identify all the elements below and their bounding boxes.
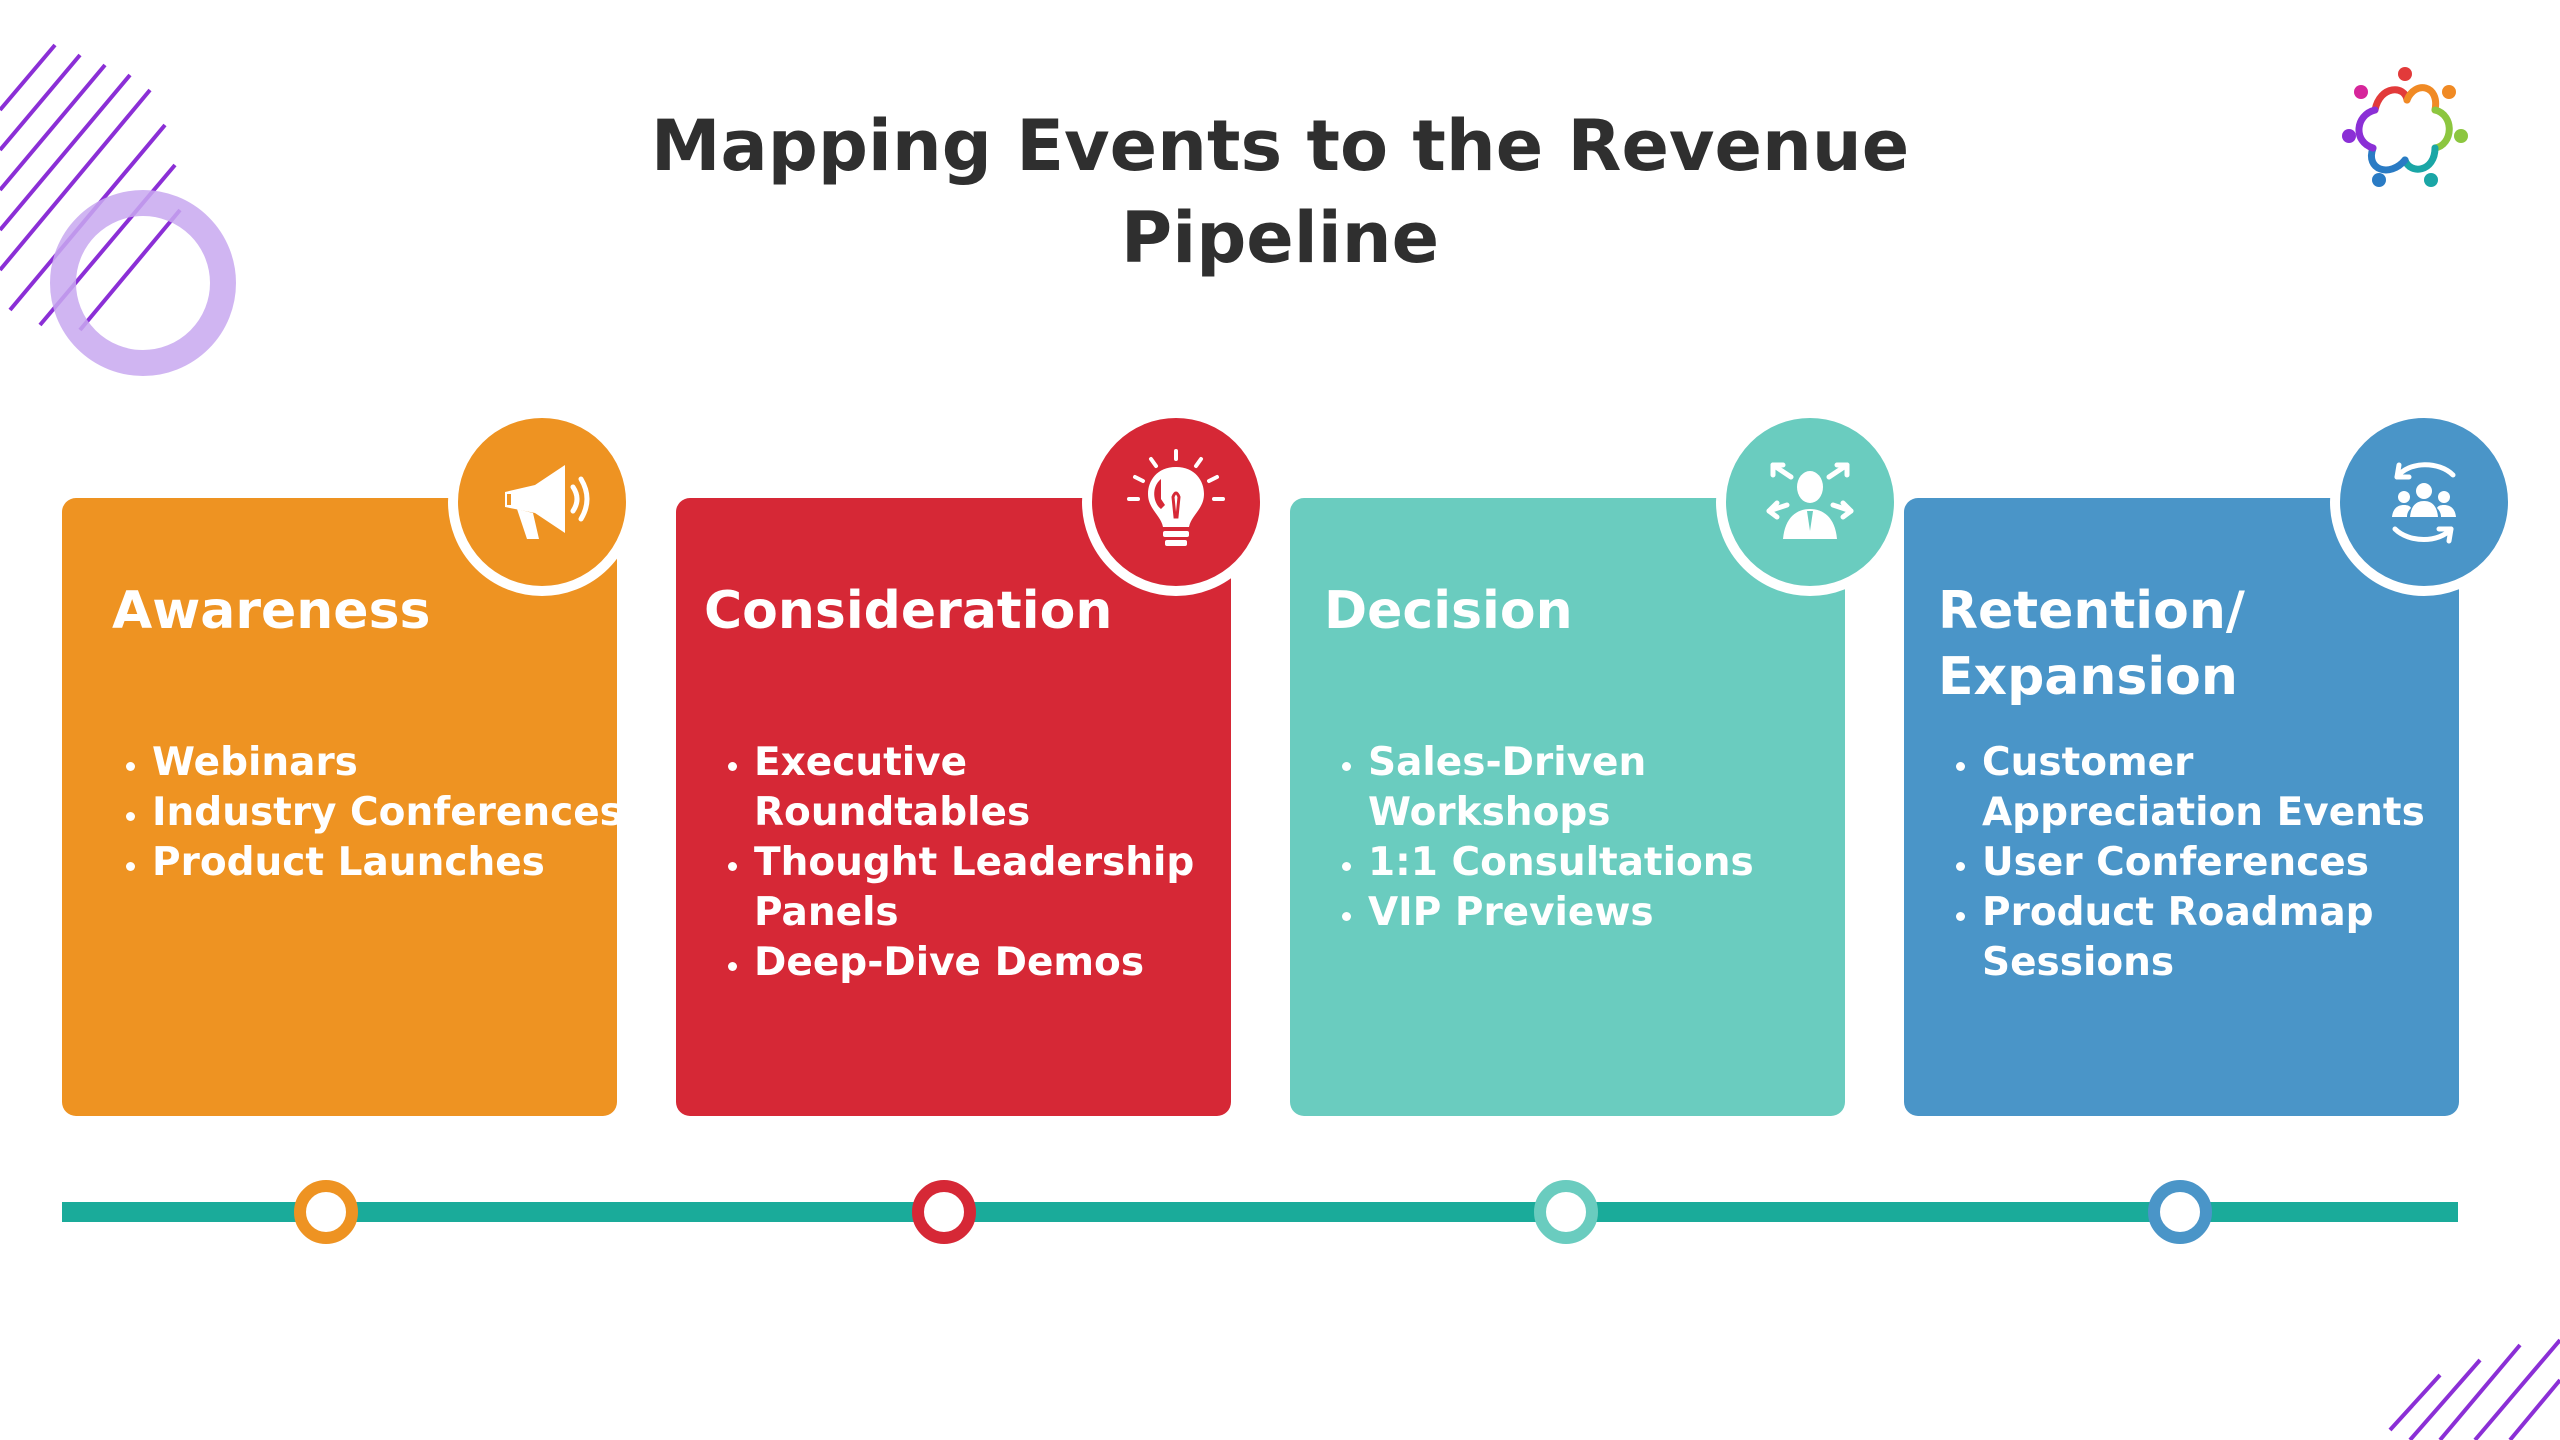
stage-items: Webinars Industry Conferences Product La… — [110, 738, 630, 888]
timeline-marker-decision — [1534, 1180, 1598, 1244]
retention-badge — [2330, 408, 2518, 596]
list-item: Product Launches — [150, 838, 630, 888]
consideration-badge — [1082, 408, 1270, 596]
timeline-bar — [62, 1202, 2458, 1222]
list-item: User Conferences — [1980, 838, 2460, 888]
decorative-ring — [50, 190, 236, 376]
timeline-marker-awareness — [294, 1180, 358, 1244]
timeline-marker-retention — [2148, 1180, 2212, 1244]
list-item: Industry Conferences — [150, 788, 630, 838]
list-item: Customer Appreciation Events — [1980, 738, 2460, 838]
page-title: Mapping Events to the Revenue Pipeline — [650, 105, 1910, 279]
stage-items: Sales-Driven Workshops 1:1 Consultations… — [1326, 738, 1846, 938]
list-item: VIP Previews — [1366, 888, 1846, 938]
stage-card-consideration: Consideration Executive Roundtables Thou… — [676, 498, 1231, 1116]
list-item: Product Roadmap Sessions — [1980, 888, 2460, 988]
stage-title: Decision — [1324, 581, 1573, 641]
stage-items: Executive Roundtables Thought Leadership… — [712, 738, 1232, 988]
list-item: Thought Leadership Panels — [752, 838, 1232, 938]
decorative-stripes-bottom-right — [2388, 1338, 2560, 1440]
list-item: Webinars — [150, 738, 630, 788]
stage-card-awareness: Awareness Webinars Industry Conferences … — [62, 498, 623, 1116]
megaphone-icon — [505, 465, 590, 539]
stage-card-decision: Decision Sales-Driven Workshops 1:1 Cons… — [1290, 498, 1845, 1116]
awareness-badge — [448, 408, 636, 596]
stage-title: Retention/ Expansion — [1938, 581, 2245, 707]
stage-title: Awareness — [112, 581, 431, 641]
list-item: Deep-Dive Demos — [752, 938, 1232, 988]
group-cycle-icon — [2392, 462, 2456, 544]
list-item: Sales-Driven Workshops — [1366, 738, 1846, 838]
community-logo-icon — [2342, 67, 2468, 187]
timeline-marker-consideration — [912, 1180, 976, 1244]
stage-items: Customer Appreciation Events User Confer… — [1940, 738, 2460, 988]
list-item: 1:1 Consultations — [1366, 838, 1846, 888]
list-item: Executive Roundtables — [752, 738, 1232, 838]
decision-maker-icon — [1766, 462, 1854, 539]
lightbulb-head-icon — [1127, 449, 1225, 546]
stage-title: Consideration — [704, 581, 1113, 641]
stage-card-retention-expansion: Retention/ Expansion Customer Appreciati… — [1904, 498, 2459, 1116]
decision-badge — [1716, 408, 1904, 596]
